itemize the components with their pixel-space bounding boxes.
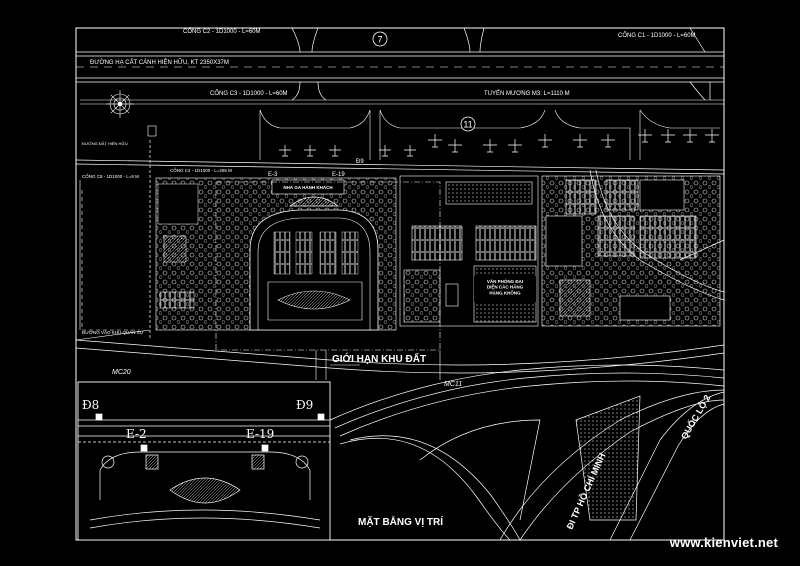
label-cong-c1: CỐNG C1 - 1D1000 - L=60M [618,32,696,39]
label-duong-ha-cat-canh: ĐƯỜNG HẠ CẤT CÁNH HIỆN HỮU, KT 2350X37M [90,58,229,66]
watermark: www.kienviet.net [669,535,778,550]
marker-11-label: 11 [463,120,472,130]
label-cong-c4: CỐNG C4 - 1D1000 - L=265 M [170,167,232,173]
label-e2: E-2 [126,427,147,441]
label-d8: Đ8 [82,398,99,412]
inset-detail [77,381,331,541]
aircraft-stand-markers [279,129,719,157]
marker-7-label: 7 [377,35,382,45]
label-cong-c2: CỐNG C2 - 1D1000 - L=60M [183,28,261,35]
label-tuyen-muong: TUYẾN MƯƠNG M3: L=1110 M [484,90,570,97]
label-mc20: MC20 [112,369,131,376]
main-roads [75,339,725,541]
marker-11: 11 [460,116,476,132]
perimeter-road [75,140,725,340]
terminal-complex [155,177,397,331]
ne-road [589,169,725,301]
label-e19-top: E-19 [332,172,345,178]
drawing-border [75,27,725,541]
label-e19: E-19 [246,427,274,441]
navaid-symbol [106,90,134,118]
label-d9-top: Đ9 [356,159,364,165]
label-quoc-lo: QUỐC LỘ 2 [678,393,712,441]
runway [76,51,724,105]
taxiway-connectors [291,27,711,101]
small-building [147,125,157,137]
label-cong-c8: CỐNG C8 - 1D1000 - L=8 M [82,173,139,179]
label-nha-ga-hanh-khach: NHÀ GA HÀNH KHÁCH [283,184,332,190]
label-gioi-han-khu-dat: GIỚI HẠN KHU ĐẤT [332,352,426,365]
marker-7: 7 [372,31,388,47]
left-field [75,180,151,341]
label-cong-c3: CỐNG C3 - 1D1000 - L=60M [210,90,288,97]
label-mc11: MC11 [444,381,462,388]
label-e3: E-3 [268,172,278,178]
label-d9: Đ9 [296,398,313,412]
right-blocks [399,175,721,327]
label-duong-dat-hien-huu: ĐƯỜNG ĐẤT HIỆN HỮU [82,141,128,146]
apron-stands [259,109,720,160]
label-duong-vao-khu-quan-su: ĐƯỜNG VÀO KHU QUÂN SỰ [82,329,144,335]
label-mat-bang-vi-tri: MẶT BẰNG VỊ TRÍ [358,515,443,528]
